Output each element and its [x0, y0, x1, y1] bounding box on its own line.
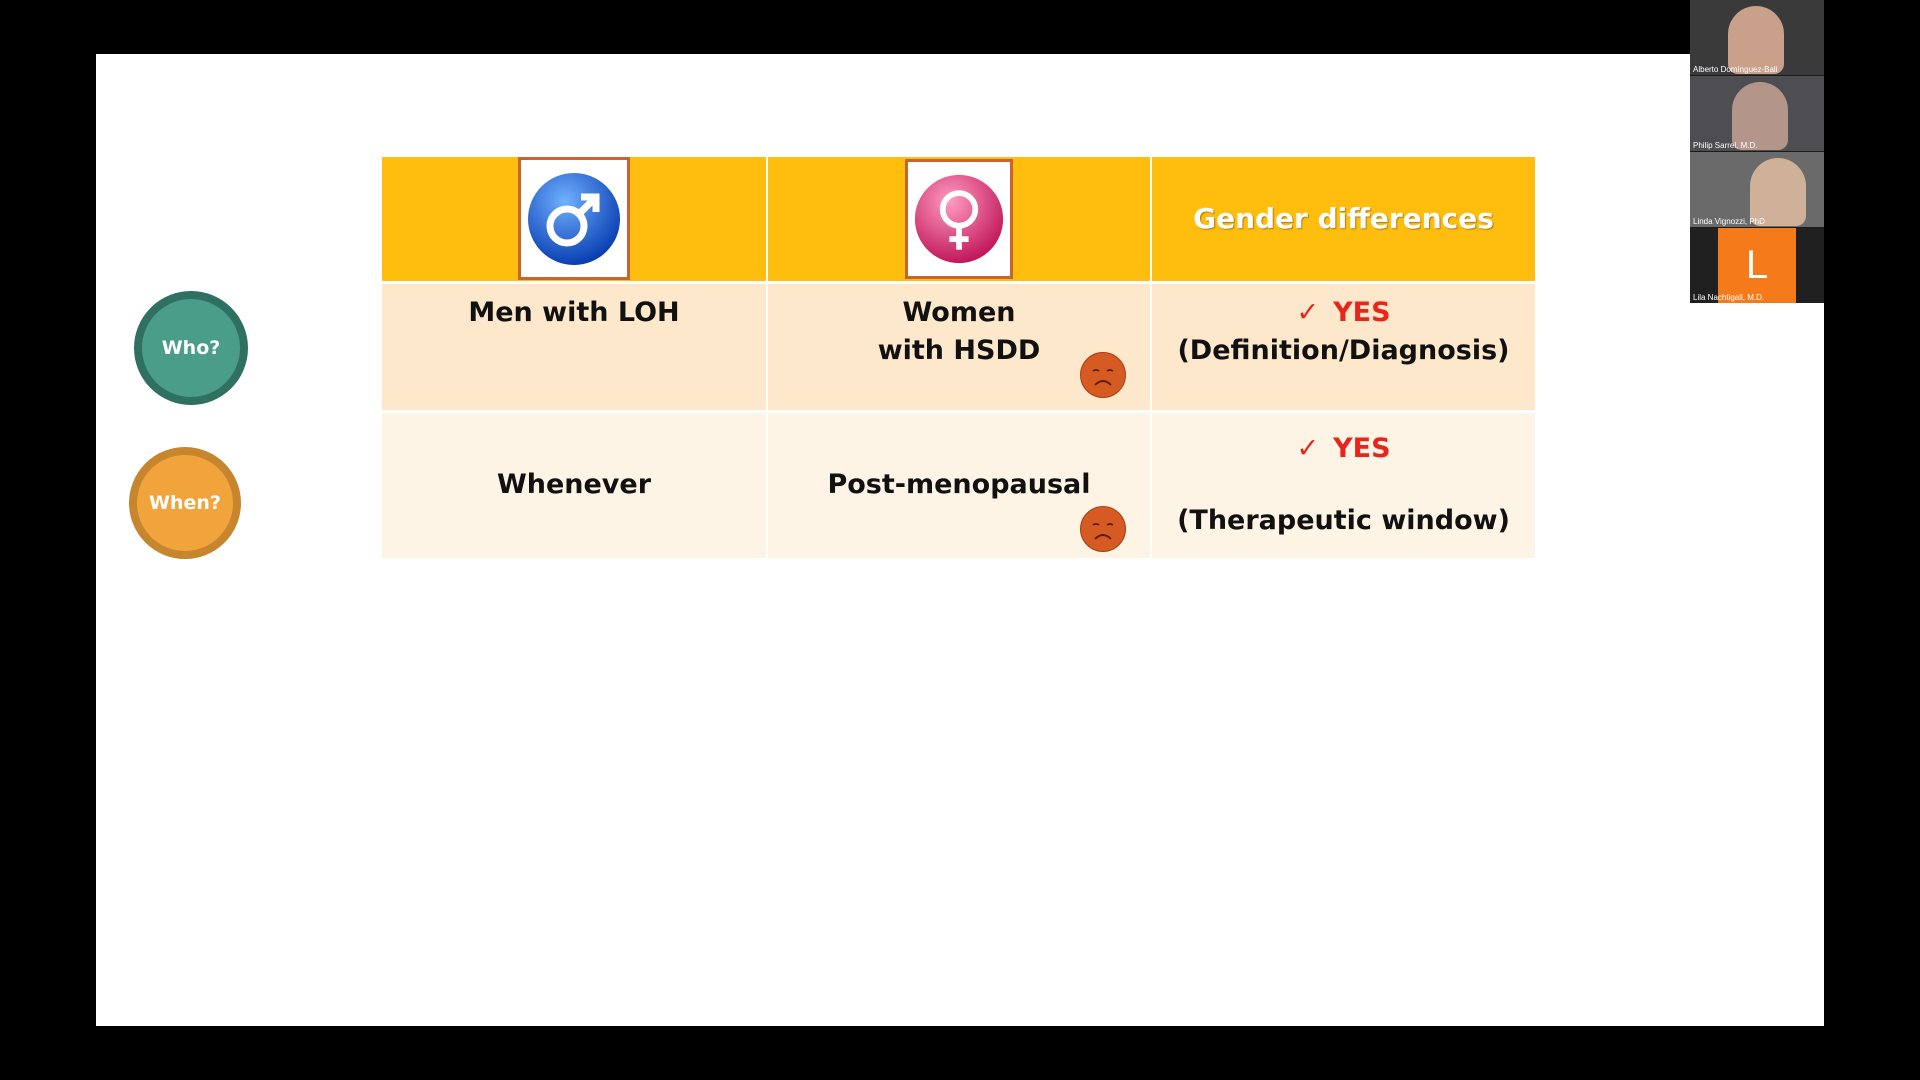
participant-tile[interactable]: L Lila Nachtigall, M.D.: [1690, 228, 1824, 303]
sad-face-icon: [1080, 505, 1126, 552]
participant-tile[interactable]: Linda Vignozzi, PhD: [1690, 152, 1824, 227]
who-gender-difference-cell: ✓ YES (Definition/Diagnosis): [1151, 282, 1535, 413]
yes-text: YES: [1333, 296, 1391, 328]
participant-name: Linda Vignozzi, PhD: [1693, 217, 1765, 226]
gender-differences-heading: Gender differences: [1193, 202, 1494, 236]
video-participants-panel: Alberto Domínguez-Bali Philip Sarrel, M.…: [1690, 0, 1824, 303]
when-men-cell: Whenever: [382, 411, 768, 561]
women-line1-text: Women: [902, 296, 1016, 328]
participant-name: Philip Sarrel, M.D.: [1693, 141, 1758, 150]
participant-name: Lila Nachtigall, M.D.: [1693, 293, 1765, 302]
table-row: Men with LOH Women with HSDD ✓ YES (Defin…: [382, 282, 1535, 413]
when-gender-difference-cell: ✓ YES (Therapeutic window): [1151, 411, 1535, 561]
participant-video: [1750, 158, 1806, 226]
post-menopausal-text: Post-menopausal: [827, 469, 1091, 500]
table-row: Whenever Post-menopausal ✓ YES (Therapeut…: [382, 411, 1535, 561]
yes-text: YES: [1333, 433, 1391, 464]
when-label: When?: [149, 492, 221, 514]
header-gender-differences-cell: Gender differences: [1151, 157, 1535, 284]
female-symbol-icon: [914, 174, 1004, 263]
whenever-text: Whenever: [496, 469, 652, 500]
male-symbol-box: [518, 157, 630, 281]
participant-tile[interactable]: Philip Sarrel, M.D.: [1690, 76, 1824, 151]
who-label: Who?: [161, 337, 221, 359]
women-line2-text: with HSDD: [877, 334, 1041, 366]
table-header-row: Gender differences: [382, 157, 1535, 284]
who-women-cell: Women with HSDD: [767, 282, 1152, 413]
men-with-loh-text: Men with LOH: [468, 296, 680, 328]
header-women-cell: [767, 157, 1152, 284]
participant-tile[interactable]: Alberto Domínguez-Bali: [1690, 0, 1824, 75]
sad-face-icon: [1080, 351, 1126, 398]
when-women-cell: Post-menopausal: [767, 411, 1152, 561]
who-men-cell: Men with LOH: [382, 282, 768, 413]
checkmark-icon: ✓: [1296, 433, 1320, 464]
header-men-cell: [382, 157, 768, 284]
definition-diagnosis-text: (Definition/Diagnosis): [1177, 334, 1510, 366]
participant-video: [1732, 82, 1788, 150]
male-symbol-icon: [528, 172, 620, 265]
participant-name: Alberto Domínguez-Bali: [1693, 65, 1778, 74]
female-symbol-box: [905, 158, 1013, 279]
presentation-slide: Who? When?: [96, 54, 1824, 1026]
checkmark-icon: ✓: [1296, 296, 1320, 328]
participant-avatar: L: [1718, 228, 1796, 303]
comparison-table: Gender differences Men with LOH Women wi…: [382, 157, 1535, 561]
therapeutic-window-text: (Therapeutic window): [1177, 505, 1510, 536]
who-circle: Who?: [134, 291, 248, 405]
participant-video: [1728, 6, 1784, 74]
when-circle: When?: [129, 447, 241, 559]
